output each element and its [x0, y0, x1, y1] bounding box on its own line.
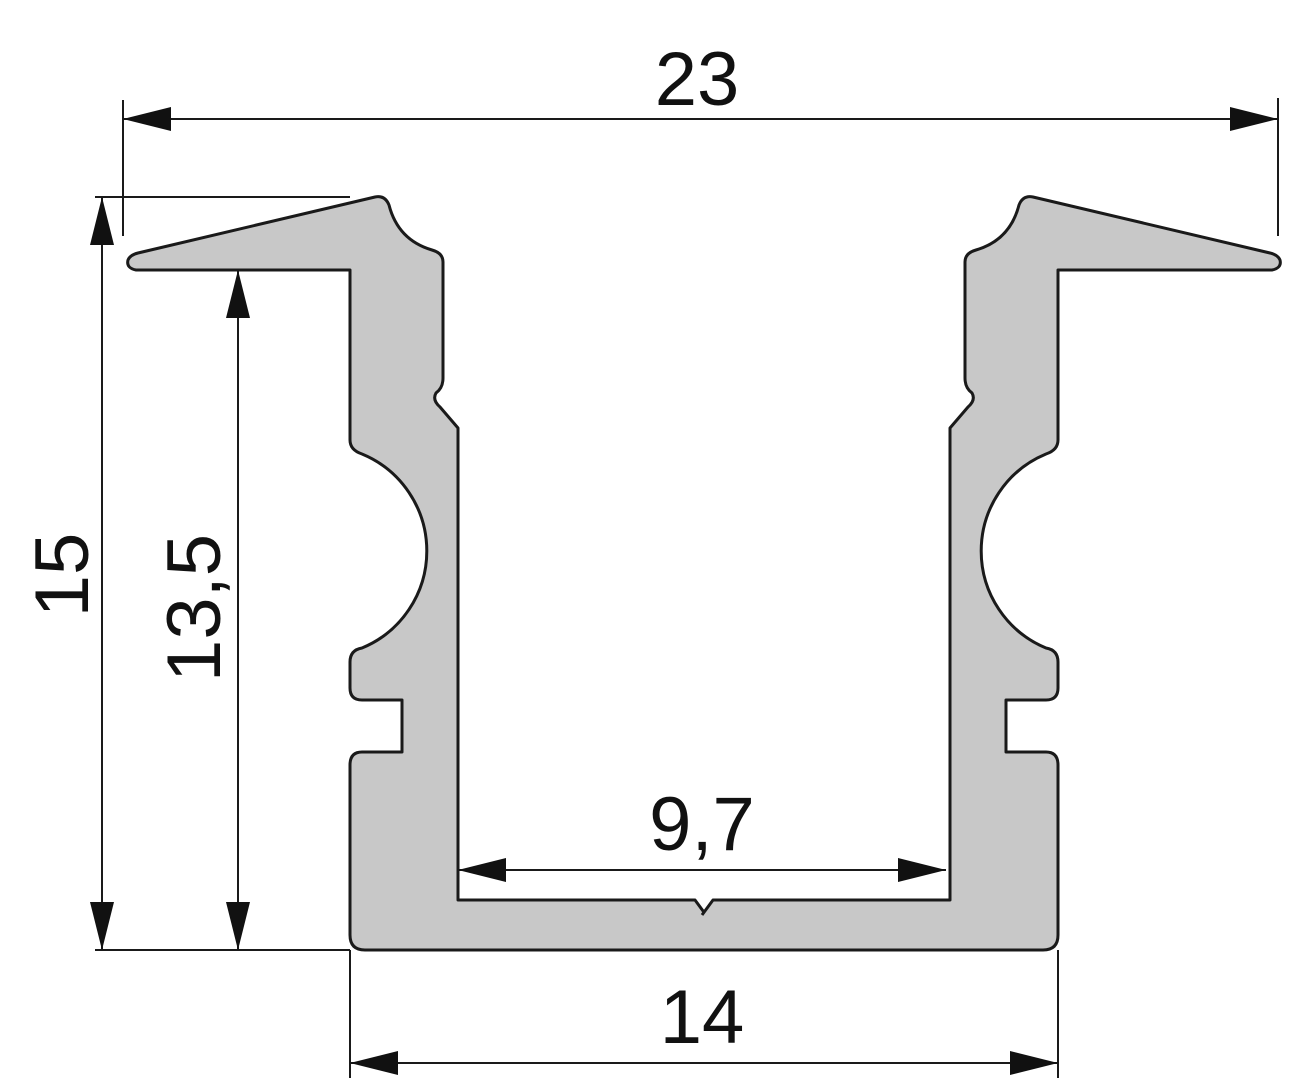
dim-label-23: 23	[655, 37, 740, 122]
profile-left-half	[126, 195, 708, 952]
dim-label-13-5: 13,5	[152, 534, 237, 682]
profile-right-half	[700, 195, 1282, 952]
profile-section	[126, 195, 1282, 952]
dim-label-14: 14	[660, 975, 745, 1060]
extension-lines	[95, 98, 1279, 1078]
dim-label-15: 15	[20, 533, 105, 618]
dimension-lines	[90, 107, 1278, 1075]
dim-label-9-7: 9,7	[649, 782, 755, 867]
